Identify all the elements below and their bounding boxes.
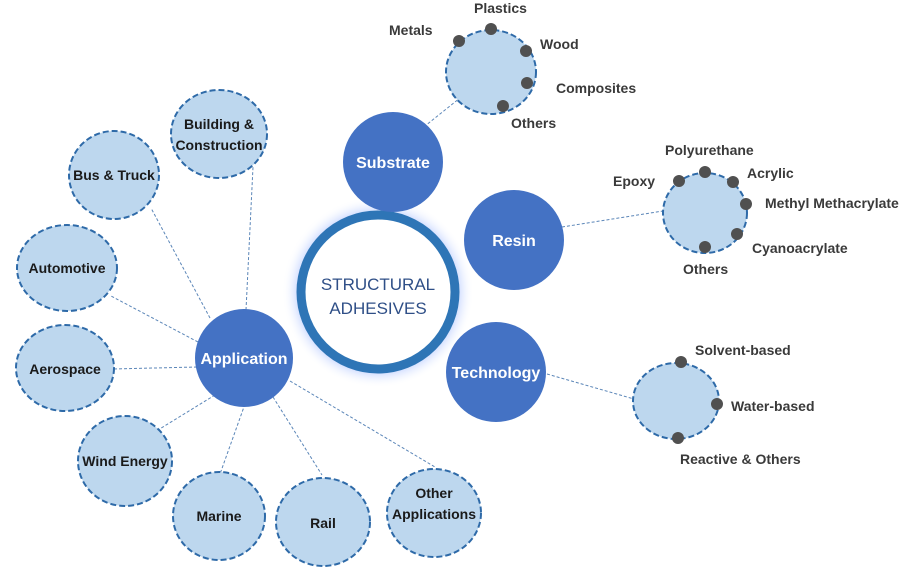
resin-item-others: Others: [683, 261, 728, 277]
resin-dot-acrylic: [727, 176, 739, 188]
substrate-item-composites: Composites: [556, 80, 636, 96]
app-aerospace-label: Aerospace: [29, 361, 101, 377]
app-leaf-rail[interactable]: [275, 477, 371, 567]
connector-building: [245, 166, 254, 311]
application-cluster: Building & Construction Bus & Truck Auto…: [15, 89, 482, 567]
connector-automotive: [110, 295, 199, 343]
technology-cluster: Solvent-based Water-based Reactive & Oth…: [632, 342, 815, 467]
technology-node[interactable]: [446, 322, 546, 422]
connector-marine: [219, 403, 246, 475]
substrate-item-plastics: Plastics: [474, 0, 527, 16]
resin-dot-others: [699, 241, 711, 253]
substrate-dot-plastics: [485, 23, 497, 35]
substrate-dot-wood: [520, 45, 532, 57]
connector-bus-truck: [150, 207, 211, 319]
connector-substrate: [419, 97, 461, 131]
resin-item-polyurethane: Polyurethane: [665, 142, 754, 158]
app-other-line1: Other: [415, 485, 453, 501]
application-node[interactable]: [195, 309, 293, 407]
resin-cluster: Epoxy Polyurethane Acrylic Methyl Methac…: [613, 142, 899, 277]
resin-label: Resin: [492, 233, 536, 250]
resin-item-methyl-methacrylate: Methyl Methacrylate: [765, 195, 899, 211]
technology-label: Technology: [452, 365, 541, 382]
connector-wind: [157, 394, 216, 431]
substrate-item-wood: Wood: [540, 36, 579, 52]
substrate-cluster: Metals Plastics Wood Composites Others: [389, 0, 636, 131]
substrate-item-others: Others: [511, 115, 556, 131]
resin-dot-cyanoacrylate: [731, 228, 743, 240]
app-leaf-marine[interactable]: [172, 471, 266, 561]
app-leaf-automotive[interactable]: [16, 224, 118, 312]
technology-hub: [632, 362, 720, 440]
application-label: Application: [200, 351, 287, 368]
app-bus-truck-label: Bus & Truck: [73, 167, 155, 183]
technology-dot-water: [711, 398, 723, 410]
technology-dot-reactive: [672, 432, 684, 444]
connector-other: [289, 380, 436, 468]
resin-item-cyanoacrylate: Cyanoacrylate: [752, 240, 848, 256]
app-leaf-aerospace[interactable]: [15, 324, 115, 412]
resin-dot-epoxy: [673, 175, 685, 187]
app-automotive-label: Automotive: [29, 260, 106, 276]
technology-item-water-based: Water-based: [731, 398, 815, 414]
center-title-line1: STRUCTURAL: [321, 275, 435, 294]
resin-item-acrylic: Acrylic: [747, 165, 794, 181]
technology-item-solvent-based: Solvent-based: [695, 342, 791, 358]
app-leaf-bus-truck[interactable]: [68, 130, 160, 220]
resin-item-epoxy: Epoxy: [613, 173, 655, 189]
app-leaf-wind-energy[interactable]: [77, 415, 173, 507]
app-leaf-building[interactable]: [170, 89, 268, 179]
connectors: [110, 97, 664, 476]
app-building-line1: Building &: [184, 116, 254, 132]
substrate-node[interactable]: [343, 112, 443, 212]
technology-dot-solvent: [675, 356, 687, 368]
app-rail-label: Rail: [310, 515, 336, 531]
app-wind-energy-label: Wind Energy: [82, 453, 168, 469]
app-leaf-other[interactable]: [386, 468, 482, 558]
app-other-line2: Applications: [392, 506, 476, 522]
substrate-dot-composites: [521, 77, 533, 89]
technology-item-reactive-others: Reactive & Others: [680, 451, 801, 467]
substrate-label: Substrate: [356, 155, 430, 172]
resin-node[interactable]: [464, 190, 564, 290]
substrate-item-metals: Metals: [389, 22, 433, 38]
center-node[interactable]: [296, 210, 460, 374]
substrate-dot-others: [497, 100, 509, 112]
resin-dot-methyl: [740, 198, 752, 210]
substrate-hub: [445, 29, 537, 115]
connector-resin: [561, 210, 664, 228]
resin-dot-polyurethane: [699, 166, 711, 178]
connector-technology: [546, 373, 635, 400]
app-marine-label: Marine: [196, 508, 241, 524]
center-title-line2: ADHESIVES: [329, 299, 426, 318]
substrate-dot-metals: [453, 35, 465, 47]
connector-rail: [272, 396, 323, 476]
connector-aerospace: [111, 366, 198, 370]
app-building-line2: Construction: [175, 137, 262, 153]
